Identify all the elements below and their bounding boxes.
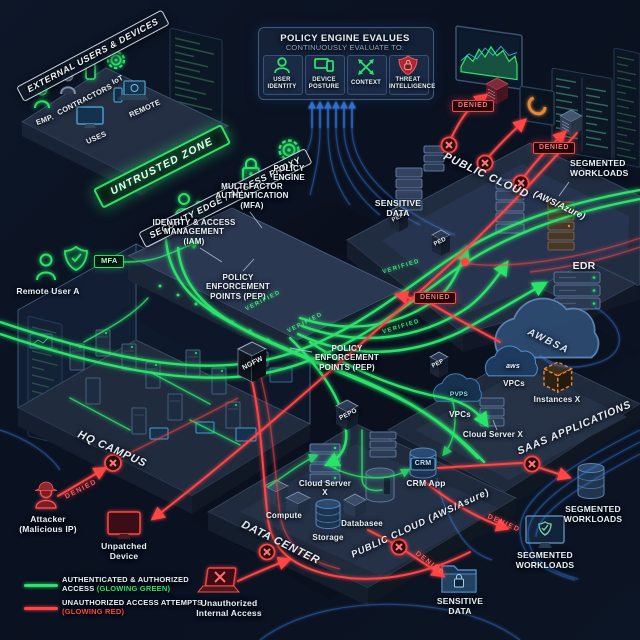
remote-user-icon <box>36 253 56 281</box>
dc-server-2 <box>369 431 397 458</box>
compute-cubes <box>263 479 311 518</box>
desktop-icon <box>76 106 104 128</box>
iot-device-icon <box>84 57 97 80</box>
red-flows <box>57 93 640 582</box>
small-cloud-vpc <box>432 373 482 402</box>
dc-big-cylinder <box>365 467 395 503</box>
red-server-cube <box>485 77 509 104</box>
attacker-icon <box>34 481 58 509</box>
big-cloud-aws <box>494 297 600 359</box>
green-flows <box>0 86 640 492</box>
cloud-servers-top <box>395 145 575 251</box>
database-cube <box>343 493 367 518</box>
ngfw-box <box>236 341 268 383</box>
ped-box <box>431 229 451 256</box>
instances-cube <box>542 361 574 394</box>
denied-x-markers <box>104 136 541 561</box>
crm-database <box>409 447 437 479</box>
legend-swatches <box>24 584 58 610</box>
unpatched-monitor <box>107 511 141 539</box>
gauge-screen <box>519 85 555 126</box>
shield-check-icon <box>64 245 88 271</box>
storage-cylinder <box>315 499 341 529</box>
gray-server-cube <box>559 109 583 136</box>
iam-people-icon <box>175 193 205 217</box>
pep-box-1 <box>389 205 409 232</box>
blue-flows <box>0 100 640 640</box>
contractor-icon <box>60 70 76 95</box>
mfa-lock-icon <box>242 158 260 182</box>
sensitive-folder <box>441 565 477 593</box>
policy-gear-icon <box>278 139 300 161</box>
pep-box-2 <box>429 351 449 378</box>
unauthorized-laptop-icon <box>196 567 241 593</box>
employee-icon <box>34 84 50 109</box>
code-panel-topleft <box>169 27 223 123</box>
gear-icon <box>106 50 126 70</box>
small-cloud-aws <box>484 345 538 377</box>
monitoring-chart-screen <box>455 25 523 90</box>
terminal-panel-topright <box>551 67 613 161</box>
code-panel-right-edge <box>613 47 640 168</box>
pepo-box <box>335 399 359 430</box>
